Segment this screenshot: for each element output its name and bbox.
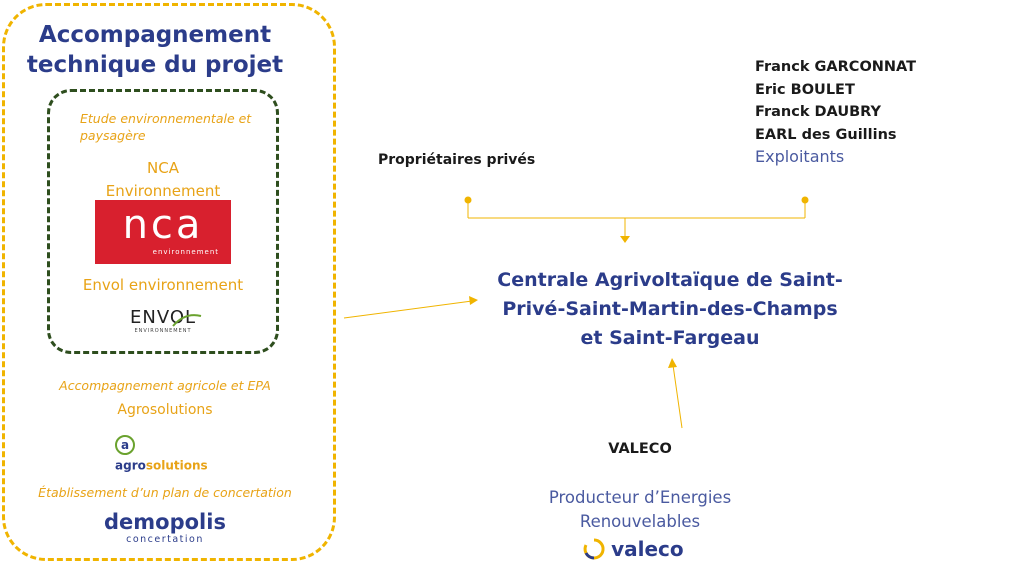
nca-line-1: NCA: [147, 159, 179, 177]
exploitant-name: EARL des Guillins: [755, 126, 897, 143]
demopolis-logo-subtext: concertation: [126, 534, 204, 545]
demopolis-logo: demopolis concertation: [80, 510, 250, 545]
envol-leaf-icon: [172, 314, 202, 327]
agrosolutions-logo-text-2: solutions: [145, 458, 208, 472]
environment-study-box: [47, 89, 279, 354]
valeco-logo-text: valeco: [611, 537, 684, 561]
technical-support-box: [2, 3, 336, 561]
envol-logo-subtext: ENVIRONNEMENT: [134, 328, 192, 334]
nca-logo-subtext: environnement: [152, 248, 219, 256]
private-owners-label: Propriétaires privés: [378, 152, 536, 168]
project-title: Centrale Agrivoltaïque de Saint- Privé-S…: [470, 266, 870, 353]
envol-label: Envol environnement: [82, 276, 244, 294]
valeco-label: VALECO: [608, 441, 672, 457]
arrowhead-bottom: [668, 358, 677, 368]
agrosolutions-name: Agrosolutions: [117, 402, 213, 418]
left-panel-arrow: [343, 300, 473, 319]
exploitants-dot: [801, 196, 809, 204]
project-title-line-2: Privé-Saint-Martin-des-Champs: [502, 298, 838, 320]
concertation-caption: Établissement d’un plan de concertation: [38, 485, 292, 500]
exploitant-name: Franck DAUBRY: [755, 104, 882, 120]
title-line-2: technique du projet: [26, 52, 284, 78]
nca-name: NCA Environnement: [60, 157, 266, 203]
left-panel-title: Accompagnement technique du projet: [20, 20, 290, 80]
caption-line-1: Etude environnementale et: [80, 111, 252, 126]
envol-logo: ENVOL ENVIRONNEMENT: [113, 308, 213, 334]
valeco-arrow: [672, 364, 683, 429]
exploitant-name: Eric BOULET: [755, 81, 855, 98]
valeco-description: Producteur d’Energies Renouvelables: [510, 486, 770, 534]
project-title-line-1: Centrale Agrivoltaïque de Saint-: [497, 269, 843, 291]
title-line-1: Accompagnement: [38, 22, 272, 48]
agrosolutions-logo-mark: a: [115, 434, 135, 455]
project-title-line-3: et Saint-Fargeau: [580, 327, 760, 349]
valeco-logo-icon: [583, 538, 605, 560]
owners-dot: [464, 196, 472, 204]
nca-logo-text: nca: [122, 202, 204, 248]
nca-line-2: Environnement: [105, 182, 221, 200]
agrosolutions-logo: a agrosolutions: [115, 434, 225, 472]
envol-logo-text: ENVOL: [129, 307, 197, 328]
valeco-desc-line-1: Producteur d’Energies: [548, 488, 732, 507]
caption-line-2: paysagère: [80, 128, 146, 143]
exploitant-name: Franck GARCONNAT: [755, 59, 917, 75]
agri-caption: Accompagnement agricole et EPA: [59, 378, 271, 393]
valeco-logo: valeco: [582, 537, 684, 565]
nca-logo: nca environnement: [95, 200, 231, 264]
exploitants-block: Franck GARCONNAT Eric BOULET Franck DAUB…: [755, 56, 916, 169]
environment-study-caption: Etude environnementale et paysagère: [80, 110, 280, 144]
exploitants-label: Exploitants: [755, 147, 845, 166]
arrowhead-left: [469, 296, 478, 305]
agrosolutions-logo-text-1: agro: [115, 458, 146, 472]
valeco-desc-line-2: Renouvelables: [579, 512, 701, 531]
demopolis-logo-text: demopolis: [104, 510, 226, 534]
arrowhead-top: [620, 236, 630, 243]
